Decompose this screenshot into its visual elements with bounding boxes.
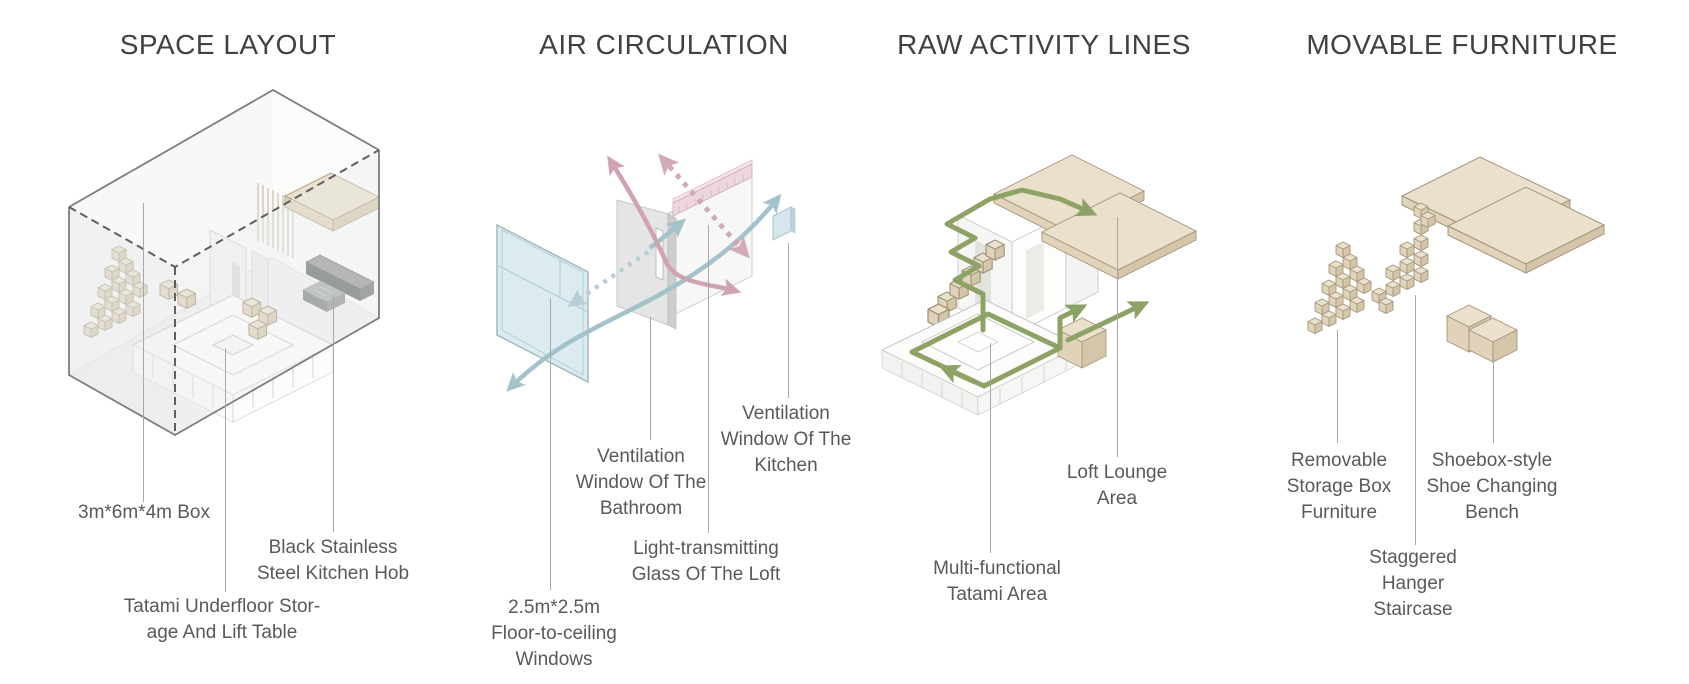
space-layout-illustration bbox=[68, 88, 380, 437]
label-storage-box: Removable Storage Box Furniture bbox=[1286, 450, 1392, 523]
shoe-bench bbox=[1445, 304, 1519, 363]
vent-window bbox=[772, 206, 796, 241]
storage-box-stack bbox=[1307, 241, 1372, 334]
leader-line bbox=[650, 317, 651, 440]
storage-pillar bbox=[1057, 317, 1107, 369]
glass-face-right bbox=[175, 150, 379, 435]
label-loft-glass: Light-transmitting Glass Of The Loft bbox=[631, 538, 781, 585]
kitchen-hob bbox=[302, 254, 375, 312]
label-shoe-bench: Shoebox-style Shoe Changing Bench bbox=[1426, 450, 1558, 523]
glass-face-left bbox=[69, 207, 175, 435]
leader-line bbox=[1337, 330, 1338, 443]
label-floor-windows: 2.5m*2.5m Floor-to-ceiling Windows bbox=[491, 597, 617, 670]
leader-line bbox=[708, 225, 709, 533]
label-kitchen-window: Ventilation Window Of The Kitchen bbox=[720, 403, 852, 476]
label-tatami-storage: Tatami Underfloor Stor- age And Lift Tab… bbox=[123, 596, 321, 643]
leader-line bbox=[550, 298, 551, 590]
leader-line bbox=[788, 243, 789, 398]
air-circulation-illustration bbox=[496, 153, 796, 392]
leader-line bbox=[225, 348, 226, 592]
exhaust-air-arrow bbox=[607, 155, 742, 296]
label-tatami-area: Multi-functional Tatami Area bbox=[933, 558, 1061, 605]
floor-platform bbox=[880, 299, 1082, 416]
label-hanger-staircase: Staggered Hanger Staircase bbox=[1369, 547, 1457, 620]
label-loft-lounge: Loft Lounge Area bbox=[1066, 462, 1168, 509]
loft-slab bbox=[284, 172, 380, 232]
label-bathroom-window: Ventilation Window Of The Bathroom bbox=[575, 446, 707, 519]
activity-path bbox=[909, 187, 1150, 389]
title-space-layout: SPACE LAYOUT bbox=[119, 29, 337, 60]
title-air-circulation: AIR CIRCULATION bbox=[539, 29, 789, 60]
leader-line bbox=[1415, 295, 1416, 545]
box-outline bbox=[68, 88, 380, 437]
title-raw-activity-lines: RAW ACTIVITY LINES bbox=[897, 29, 1191, 60]
label-box-dimensions: 3m*6m*4m Box bbox=[78, 502, 210, 523]
movable-furniture-illustration bbox=[1307, 156, 1606, 363]
raw-activity-lines-illustration bbox=[880, 154, 1198, 416]
slat-screen bbox=[257, 183, 294, 258]
hanger-staircase bbox=[1371, 202, 1436, 314]
title-movable-furniture: MOVABLE FURNITURE bbox=[1306, 29, 1618, 60]
platform-slabs bbox=[1400, 156, 1606, 274]
leader-line bbox=[1117, 217, 1118, 457]
leader-line bbox=[333, 295, 334, 532]
leader-line bbox=[990, 343, 991, 553]
label-kitchen-hob: Black Stainless Steel Kitchen Hob bbox=[256, 537, 410, 584]
airflow-arrows bbox=[506, 153, 782, 392]
leader-line bbox=[143, 203, 144, 502]
leader-line bbox=[1493, 357, 1494, 443]
